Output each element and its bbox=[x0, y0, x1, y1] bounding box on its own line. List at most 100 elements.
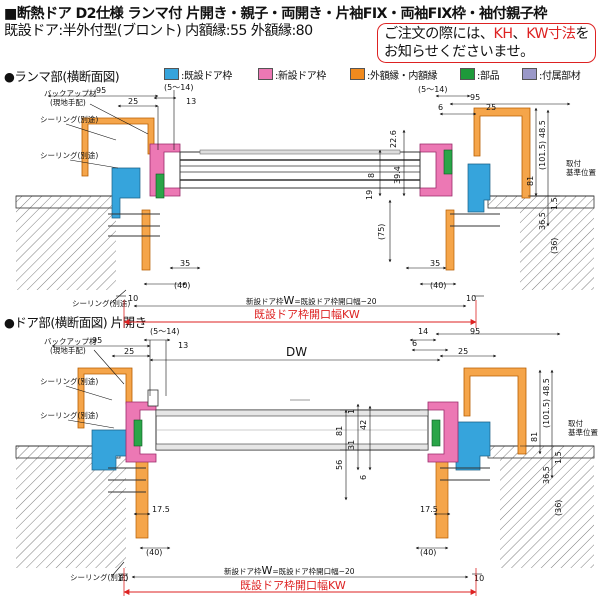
dim: (36) bbox=[554, 500, 563, 516]
dim: (101.5) bbox=[542, 399, 551, 428]
label-kijun: 基準位置 bbox=[566, 167, 596, 177]
label-sealing: シーリング(別途) bbox=[40, 410, 98, 420]
dim: 1.5 bbox=[550, 197, 559, 210]
part-right-top bbox=[443, 149, 453, 175]
casing-right-bottom bbox=[463, 367, 527, 455]
legend-swatch bbox=[460, 68, 475, 80]
dim: 31 bbox=[347, 440, 356, 450]
dim: 6 bbox=[412, 339, 417, 348]
dim: 22.6 bbox=[389, 130, 398, 148]
part-left-top bbox=[155, 173, 165, 199]
casing-lower-left-bottom bbox=[135, 457, 149, 539]
wall-right-bottom bbox=[487, 445, 595, 568]
legend-swatch bbox=[522, 68, 537, 80]
casing-right-top bbox=[473, 107, 531, 199]
legend-item-casing: :外額縁・内額縁 bbox=[350, 68, 438, 83]
svg-text:新設ドア枠W=既設ドア枠開口幅−20: 新設ドア枠W=既設ドア枠開口幅−20 bbox=[246, 294, 377, 307]
door-drawing bbox=[15, 332, 595, 577]
dim: 48.5 bbox=[538, 120, 547, 138]
label-sealing: シーリング(別途) bbox=[40, 376, 98, 386]
dim: 13 bbox=[186, 97, 196, 106]
door-leaf bbox=[155, 399, 429, 451]
legend-item-existing-frame: :既設ドア枠 bbox=[164, 68, 232, 83]
new-frame-right-bottom bbox=[427, 401, 459, 463]
dim: 81 bbox=[530, 432, 539, 442]
svg-text:新設ドア枠W=既設ドア枠開口幅−20: 新設ドア枠W=既設ドア枠開口幅−20 bbox=[224, 564, 355, 577]
dim: 10 bbox=[118, 574, 128, 583]
dimension-texts-bottom: 95 25 (5〜14) 13 14 95 6 25 56 81 1 42 31… bbox=[92, 327, 563, 583]
dim: (101.5) bbox=[538, 141, 547, 170]
ranma-drawing bbox=[15, 90, 595, 305]
casing-left-bottom bbox=[77, 367, 133, 429]
casing-left-top bbox=[81, 117, 155, 177]
dim: 95 bbox=[96, 86, 106, 95]
dim: 1 bbox=[347, 409, 356, 414]
label-toritsuke: 取付 bbox=[566, 158, 581, 168]
notice-text-c: お知らせくださいませ。 bbox=[384, 44, 534, 60]
dimension-lines-bottom bbox=[51, 332, 564, 575]
part-left-bottom bbox=[133, 419, 143, 447]
dim: 42 bbox=[359, 420, 368, 430]
kw-label: 既設ドア枠開口幅KW bbox=[254, 307, 360, 321]
existing-frame-left-top bbox=[111, 167, 141, 219]
dim: 81 bbox=[526, 176, 535, 186]
dim: 6 bbox=[438, 103, 443, 112]
casing-lower-right-bottom bbox=[435, 457, 449, 539]
dim: 56 bbox=[335, 460, 344, 470]
dim: 35 bbox=[430, 259, 440, 268]
dim: 25 bbox=[128, 97, 138, 106]
dim: 14 bbox=[418, 327, 428, 336]
label-sealing: シーリング(別途) bbox=[40, 150, 98, 160]
kw-dimension-bottom: 既設ドア枠開口幅KW bbox=[123, 568, 477, 596]
wall-right-top bbox=[487, 195, 595, 290]
dim: 1.5 bbox=[554, 451, 563, 464]
dim: 10 bbox=[474, 574, 484, 583]
dimension-lines-top bbox=[47, 90, 571, 297]
legend-swatch bbox=[350, 68, 365, 80]
section-door-title: ●ドア部(横断面図) 片開き bbox=[4, 315, 147, 330]
order-notice: ご注文の際には、KH、KW寸法を お知らせくださいませ。 bbox=[377, 23, 596, 63]
casing-lower-left-top bbox=[141, 209, 151, 271]
label-backup: バックアップ材 bbox=[44, 336, 97, 346]
dim: (40) bbox=[420, 548, 436, 557]
header-title: ■断熱ドア D2仕様 ランマ付 片開き・親子・両開き・片袖FIX・両袖FIX枠・… bbox=[4, 6, 547, 22]
dim: 10 bbox=[466, 294, 476, 303]
dim: 17.5 bbox=[420, 505, 438, 514]
kw-dimension-top: 既設ドア枠開口幅KW bbox=[123, 300, 477, 328]
anchor-bolts-top bbox=[108, 213, 500, 237]
legend-item-new-frame: :新設ドア枠 bbox=[258, 68, 326, 83]
dim: (5〜14) bbox=[418, 85, 448, 94]
dim: (40) bbox=[146, 548, 162, 557]
dim: 48.5 bbox=[542, 378, 551, 396]
notice-text-b: を bbox=[575, 26, 590, 42]
leader-lines-top bbox=[65, 103, 149, 305]
dim: 95 bbox=[470, 93, 480, 102]
dim: 35 bbox=[180, 259, 190, 268]
dim: 13 bbox=[178, 341, 188, 350]
dim: 17.5 bbox=[152, 505, 170, 514]
wall-left-bottom bbox=[15, 445, 126, 568]
dw-label: DW bbox=[286, 345, 307, 359]
label-backup: バックアップ材 bbox=[44, 88, 97, 98]
dim: (5〜14) bbox=[150, 327, 180, 336]
dim: (40) bbox=[430, 281, 446, 290]
label-sealing: シーリング(別途) bbox=[40, 114, 98, 124]
dim: (5〜14) bbox=[164, 83, 194, 92]
notice-kw: KW寸法 bbox=[526, 26, 576, 42]
dim: 36.5 bbox=[542, 466, 551, 484]
dim: 19 bbox=[365, 190, 374, 200]
label-genba: (現地手配) bbox=[50, 345, 86, 355]
legend: :既設ドア枠 :新設ドア枠 :外額縁・内額縁 :部品 :付属部材 bbox=[164, 68, 596, 82]
kw-label: 既設ドア枠開口幅KW bbox=[240, 578, 346, 592]
section-ranma-title: ●ランマ部(横断面図) bbox=[4, 69, 120, 84]
legend-item-parts: :部品 bbox=[460, 68, 500, 83]
dim: 39.4 bbox=[393, 166, 402, 184]
existing-frame-right-bottom bbox=[455, 421, 491, 471]
part-right-bottom bbox=[431, 419, 441, 447]
existing-frame-right-top bbox=[467, 163, 491, 213]
casing-lower-right-top bbox=[445, 209, 455, 271]
anchor-bolts-bottom bbox=[108, 467, 490, 493]
notice-text-a: ご注文の際には、 bbox=[384, 26, 494, 42]
legend-swatch bbox=[164, 68, 179, 80]
label-genba: (現地手配) bbox=[50, 97, 86, 107]
